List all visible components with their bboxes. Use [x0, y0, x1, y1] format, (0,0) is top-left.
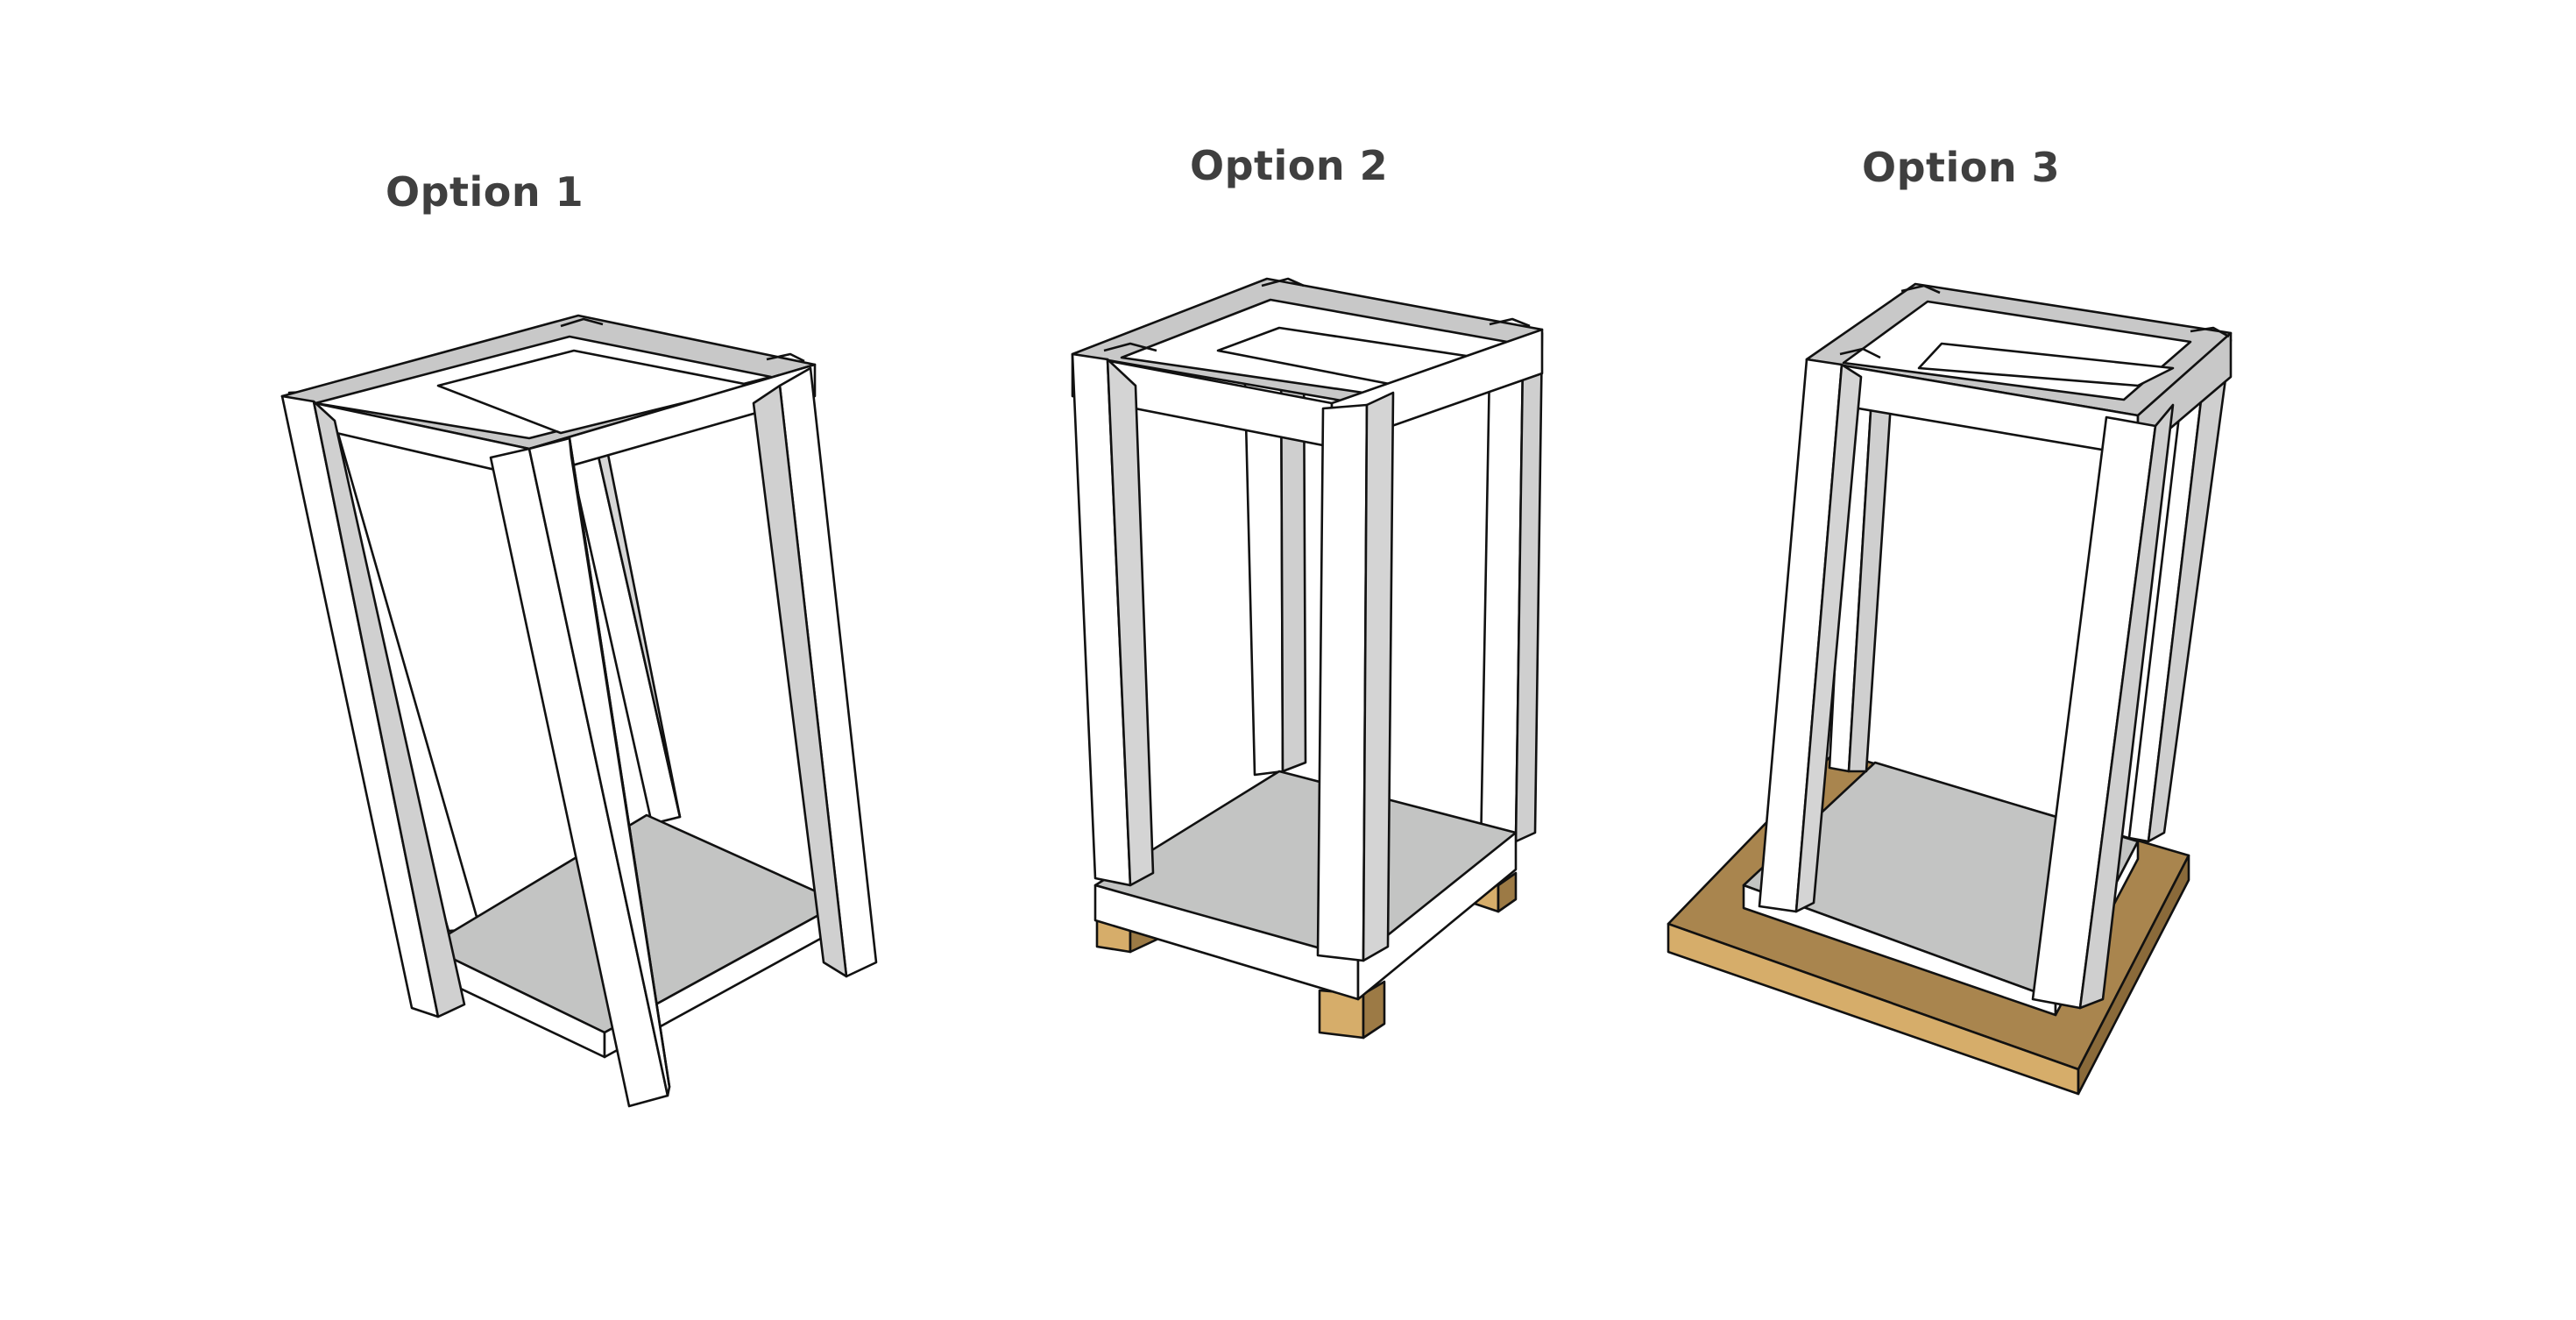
option-1-front-center-leg	[489, 436, 671, 1108]
option-2-front-center-leg	[1316, 391, 1395, 962]
option-1-frame	[280, 314, 878, 1108]
option-1-title: Option 1	[386, 168, 584, 216]
option-1-front-right-leg	[752, 366, 878, 978]
option-3-top-frame	[1805, 282, 2233, 458]
option-3-frame	[1667, 282, 2233, 1096]
option-2-bottom-shelf	[1093, 770, 1518, 1001]
option-2-back-center-leg	[1242, 340, 1307, 777]
option-2-title: Option 2	[1190, 142, 1389, 189]
option-2-top-frame	[1071, 277, 1544, 449]
option-2-frame	[1071, 277, 1544, 1040]
option-3-front-right-leg	[2031, 403, 2175, 1010]
option-2-back-right-leg	[1479, 331, 1544, 852]
option-1-front-left-leg	[280, 394, 466, 1018]
option-1-top-frame	[280, 314, 817, 479]
option-3-title: Option 3	[1862, 144, 2061, 191]
option-2-front-left-leg	[1071, 352, 1155, 887]
option-3-front-left-leg	[1758, 358, 1863, 913]
